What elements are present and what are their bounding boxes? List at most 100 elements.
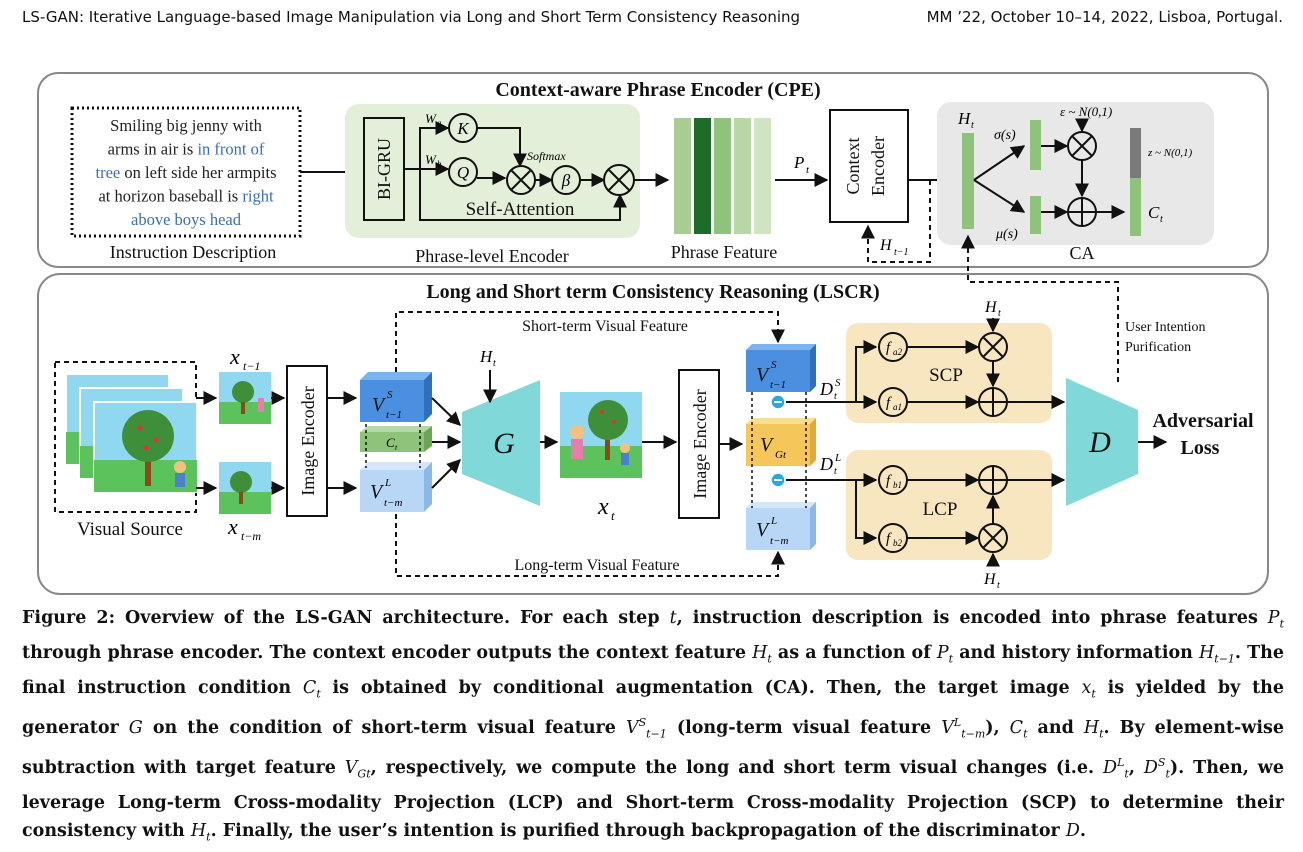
ht-bar [962,133,974,229]
wa-label: W [425,111,437,126]
svg-text:t: t [1160,214,1163,225]
svg-text:t: t [834,466,837,477]
q-node [448,157,478,187]
svg-text:a1: a1 [893,402,902,412]
ht-lcp-label: H [983,571,997,588]
visual-source-images [65,373,198,493]
k-label: K [456,119,470,138]
svg-text:t−m: t−m [241,529,261,543]
v-gt-label: V [760,434,775,456]
svg-text:t: t [493,358,496,369]
generator-block [462,380,540,506]
instruction-text: Smiling big jenny with arms in air is in … [96,116,277,229]
v-long-cube-right [746,502,816,550]
svg-text:t−1: t−1 [386,409,402,421]
architecture-figure: Context-aware Phrase Encoder (CPE) Smili… [37,72,1269,595]
ca-label: CA [1069,243,1094,263]
phrase-feature-bars [674,118,771,234]
generator-label: G [493,427,515,460]
ct-cube-label: C [386,435,395,450]
softmax-label: Softmax [527,149,566,163]
sigma-bar [1030,120,1041,170]
fb2-label: f [886,531,892,547]
v-gt-cube [746,418,816,466]
svg-text:t: t [997,580,1000,591]
svg-text:t: t [998,308,1001,319]
h-prev-label: H [879,237,893,254]
mu-label: μ(s) [995,227,1018,242]
svg-text:t: t [395,443,398,452]
instruction-line: Smiling big jenny with [110,116,262,135]
mu-bar [1030,196,1041,234]
svg-text:S: S [835,377,841,389]
x-m-label: x [227,514,238,539]
thumb-x-m [219,462,271,514]
epsilon-label: ε ~ N(0,1) [1060,104,1112,119]
svg-text:V: V [756,364,771,386]
svg-text:t−1: t−1 [770,379,786,391]
fa1-label: f [886,395,892,411]
svg-text:a2: a2 [893,347,903,357]
svg-text:t: t [834,391,837,402]
svg-text:b2: b2 [893,538,903,548]
self-attention-label: Self-Attention [466,199,575,220]
pt-label: P [793,153,804,172]
wb-label: W [425,152,437,167]
long-term-label: Long-term Visual Feature [515,557,680,574]
instruction-line: arms in air is in front of [108,140,265,159]
adversarial-label-1: Adversarial [1152,410,1254,432]
svg-text:b: b [437,159,442,169]
instruction-line: tree on left side her armpits [96,163,277,182]
svg-text:L: L [384,477,391,489]
generated-image-xt [560,392,642,478]
ct-bar [1130,178,1141,236]
v-long-cube [360,462,432,512]
svg-text:S: S [387,389,393,401]
svg-text:t−m: t−m [384,497,402,509]
svg-text:t: t [971,120,974,131]
svg-text:b1: b1 [893,480,902,490]
bigru-block [363,117,405,221]
z-bar [1130,128,1141,178]
svg-text:t−1: t−1 [894,247,909,258]
running-header-venue: MM ’22, October 10–14, 2022, Lisboa, Por… [926,8,1283,26]
lscr-title: Long and Short term Consistency Reasonin… [426,281,879,303]
instruction-line: at horizon baseball is right [98,187,273,206]
image-encoder-1-label: Image Encoder [298,386,318,495]
v-long-label: V [370,481,385,503]
phrase-feature-label: Phrase Feature [671,242,777,262]
fa2-label: f [886,340,892,356]
svg-text:V: V [756,519,771,541]
beta-label: β [561,171,571,190]
bigru-label: BI-GRU [374,138,394,200]
ht-gen-label: H [479,347,494,366]
xt-label: x [597,494,609,520]
image-encoder-2 [678,369,720,519]
svg-text:t−1: t−1 [243,359,260,373]
cpe-title: Context-aware Phrase Encoder (CPE) [495,79,820,101]
thumb-x-prev [219,372,271,424]
lcp-label: LCP [923,499,958,520]
visual-source-label: Visual Source [77,519,183,540]
image-encoder-2-label: Image Encoder [690,389,710,498]
ht-label: H [957,109,972,128]
ds-label: D [819,379,833,399]
svg-text:Gt: Gt [775,449,787,461]
ca-panel [937,102,1214,245]
context-encoder-label-1: Context [843,138,863,195]
running-header-title: LS-GAN: Iterative Language-based Image M… [22,8,801,26]
user-intention-arrow [961,234,1119,382]
svg-text:t: t [611,508,615,523]
svg-text:a: a [437,118,442,128]
fb1-label: f [886,473,892,489]
svg-text:t−m: t−m [770,535,788,547]
short-term-label: Short-term Visual Feature [522,318,688,335]
adversarial-label-2: Loss [1181,437,1220,459]
user-intention-label-1: User Intention [1125,320,1205,335]
ct-label: C [1148,203,1160,222]
instruction-line: above boys head [131,210,242,229]
dl-label: D [819,454,833,474]
discriminator-block [1066,378,1138,506]
z-label: z ~ N(0,1) [1147,147,1192,159]
v-short-label: V [372,394,387,416]
